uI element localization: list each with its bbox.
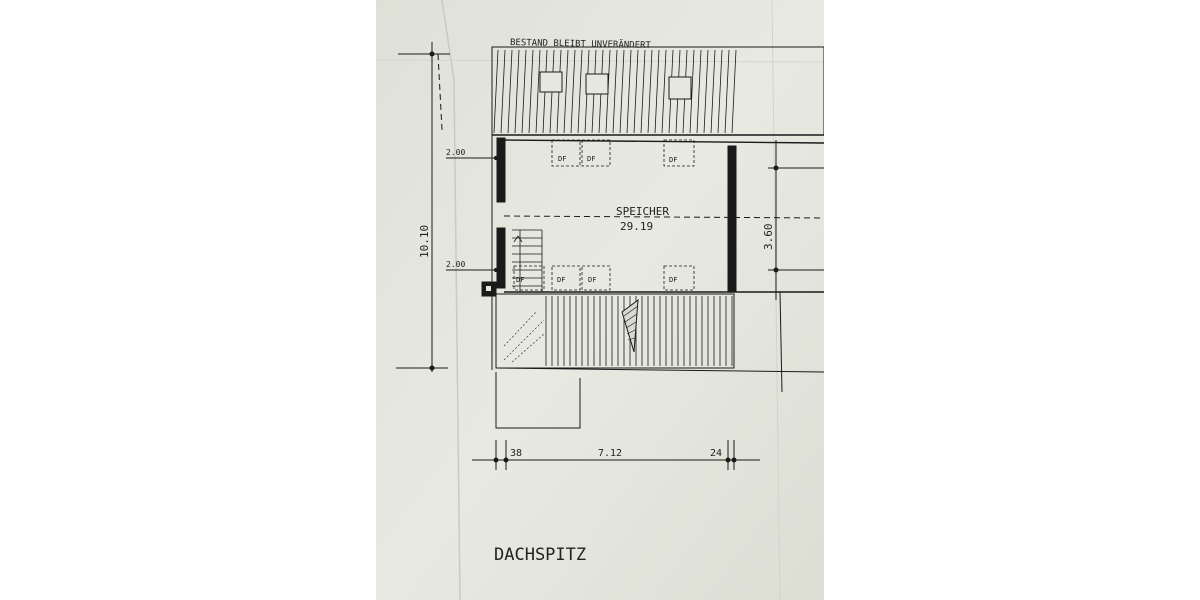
roof-hatch-line (514, 49, 520, 134)
dimension-height-total (396, 42, 450, 372)
lower-roof-section (495, 293, 824, 429)
existing-note-label: BESTAND BLEIBT UNVERÄNDERT (510, 37, 652, 51)
paper-fold-line (441, 0, 461, 600)
roof-hatch-line (724, 49, 730, 134)
roof-hatch-line (661, 49, 667, 134)
skylight (585, 73, 609, 95)
roof-hatch-line (710, 49, 716, 134)
roof-window-label: DF (557, 276, 565, 284)
roof-hatch-line (640, 49, 646, 134)
floor-plan-sheet: BESTAND BLEIBT UNVERÄNDERT SPEICHER 29.1… (376, 0, 824, 600)
roof-window-label: DF (669, 276, 677, 284)
dimension-offset-bottom (446, 267, 502, 273)
roof-hatch-line (647, 49, 653, 134)
dimension-right-label: 24 (710, 448, 722, 459)
dimension-side-depth (768, 140, 824, 393)
skylight (539, 71, 563, 93)
roof-hatch-line (612, 49, 618, 134)
roof-window (581, 265, 611, 291)
roof-hatch-line (633, 49, 639, 134)
roof-hatch-line (535, 49, 541, 134)
dimension-main-label: 7.12 (598, 448, 622, 459)
roof-window (551, 139, 581, 167)
roof-window-label: DF (669, 156, 677, 164)
roof-hatch-line (507, 49, 513, 134)
roof-hatch-line (654, 49, 660, 134)
side-depth-label: 3.60 (762, 224, 775, 251)
offset-top-label: 2.00 (446, 148, 465, 157)
staircase (512, 229, 543, 292)
paper-fold-line (376, 59, 824, 63)
existing-roof-section (491, 46, 824, 136)
roof-hatch-line (696, 49, 702, 134)
roof-hatch-line (577, 49, 583, 134)
roof-window-label: DF (558, 155, 566, 163)
offset-bottom-label: 2.00 (446, 260, 465, 269)
height-total-label: 10.10 (418, 225, 431, 258)
room-area-label: 29.19 (620, 220, 653, 233)
roof-window-label: DF (588, 276, 596, 284)
dimension-offset-top (446, 155, 502, 161)
roof-hatch-line (731, 49, 737, 134)
roof-hatch-line (521, 49, 527, 134)
roof-hatch-line (703, 49, 709, 134)
roof-hatch-line (493, 49, 499, 134)
roof-hatch-line (528, 49, 534, 134)
skylight (668, 76, 692, 100)
roof-hatch-line (626, 49, 632, 134)
dimension-left-label: 38 (510, 448, 522, 459)
roof-hatch-line (689, 49, 695, 134)
roof-window-label: DF (587, 155, 595, 163)
roof-window (663, 139, 695, 167)
roof-window (551, 265, 581, 291)
roof-hatch-line (563, 49, 569, 134)
dimension-chain-bottom (472, 440, 760, 470)
roof-window-label: DF (516, 276, 524, 284)
plan-title: DACHSPITZ (494, 545, 586, 565)
roof-hatch-line (717, 49, 723, 134)
roof-hatch-line (500, 49, 506, 134)
roof-window (581, 139, 611, 167)
roof-hatch-line (570, 49, 576, 134)
roof-window (513, 265, 545, 291)
roof-window (663, 265, 695, 291)
roof-hatch-line (619, 49, 625, 134)
room-name-label: SPEICHER (616, 205, 669, 218)
